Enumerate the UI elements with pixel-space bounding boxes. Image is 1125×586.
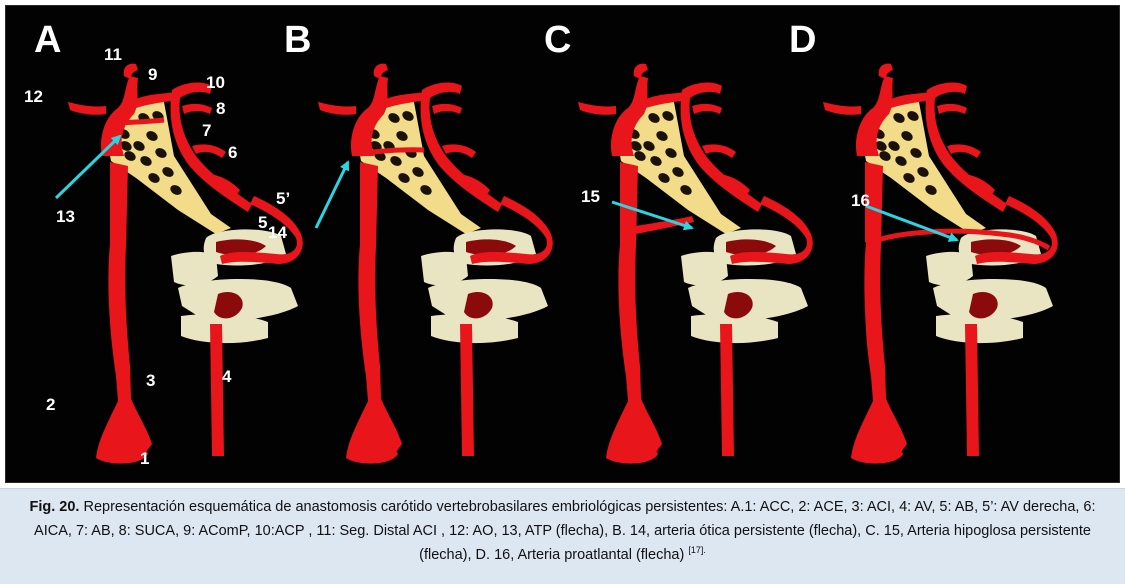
- vertebra-c1-lateral: [681, 252, 728, 286]
- label-11: 11: [104, 45, 122, 64]
- label-12: 12: [24, 87, 43, 106]
- vertebral-loop: [975, 196, 1058, 264]
- suca-branch: [432, 104, 462, 114]
- aica-branch: [442, 144, 476, 158]
- label-1: 1: [140, 449, 149, 468]
- panel-c: [578, 64, 813, 464]
- label-9: 9: [148, 65, 157, 84]
- vertebra-c1-lateral: [926, 252, 973, 286]
- diagram-canvas: ABCD123455’678910111213141516: [6, 6, 1119, 482]
- caption-fig-label: Fig. 20.: [29, 499, 79, 515]
- vertebra-c3: [181, 314, 268, 343]
- arrow-14: [316, 162, 348, 228]
- ophthalmic-artery: [823, 102, 861, 115]
- aica-branch: [702, 144, 736, 158]
- vertebra-c3: [691, 314, 778, 343]
- panel-b: [316, 64, 553, 464]
- vertebral-artery: [720, 324, 734, 456]
- vertebra-c1-lateral: [171, 252, 218, 286]
- vertebral-artery: [965, 324, 979, 456]
- vertebra-c3: [936, 314, 1023, 343]
- panel-letter-c: C: [544, 19, 571, 61]
- aica-branch: [192, 144, 226, 158]
- ophthalmic-artery: [318, 102, 356, 115]
- label-5: 5: [258, 213, 267, 232]
- label-5prime: 5’: [276, 189, 290, 208]
- aica-branch: [947, 144, 981, 158]
- panel-letter-a: A: [34, 19, 61, 61]
- caption-reference: [17].: [688, 545, 706, 555]
- label-13: 13: [56, 207, 75, 226]
- label-2: 2: [46, 395, 55, 414]
- suca-branch: [937, 104, 967, 114]
- label-10: 10: [206, 73, 225, 92]
- panel-a: [56, 64, 303, 464]
- vertebra-c3: [431, 314, 518, 343]
- arrow-label-16: 16: [851, 191, 870, 210]
- panel-letter-b: B: [284, 19, 311, 61]
- suca-branch: [692, 104, 722, 114]
- label-7: 7: [202, 121, 211, 140]
- label-8: 8: [216, 99, 225, 118]
- panel-d: [823, 64, 1058, 464]
- caption-text: Representación esquemática de anastomosi…: [34, 499, 1095, 563]
- vertebral-artery: [210, 324, 224, 456]
- vessel-separation: [614, 238, 618, 366]
- label-4: 4: [222, 367, 232, 386]
- label-3: 3: [146, 371, 155, 390]
- panel-letter-d: D: [789, 19, 816, 61]
- arrow-label-15: 15: [581, 187, 600, 206]
- ophthalmic-artery: [578, 102, 616, 115]
- figure-caption: Fig. 20. Representación esquemática de a…: [0, 488, 1125, 584]
- label-6: 6: [228, 143, 237, 162]
- suca-branch: [182, 104, 212, 114]
- arrow-label-14: 14: [268, 223, 287, 242]
- vertebral-loop: [730, 196, 813, 264]
- vertebra-c1-lateral: [421, 252, 468, 286]
- ophthalmic-artery: [68, 102, 106, 115]
- vertebral-loop: [470, 196, 553, 264]
- vertebral-artery: [460, 324, 474, 456]
